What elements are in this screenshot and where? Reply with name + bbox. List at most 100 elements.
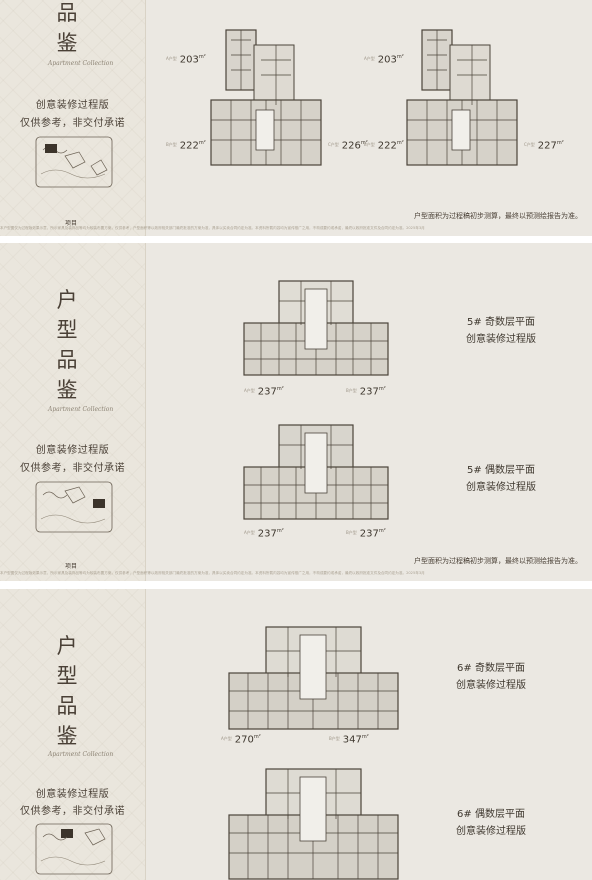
caption-subtitle: 创意装修过程版 — [456, 826, 526, 837]
unit-type-label: C户型 — [328, 142, 339, 148]
location-map-icon — [35, 136, 113, 188]
sidebar: 户 型 品 鉴 Apartment Collection 创意装修过程版 仅供参… — [0, 589, 146, 880]
vertical-title: 户 型 品 鉴 — [52, 631, 82, 751]
area-value: 203 — [179, 54, 199, 66]
unit-type-label: C户型 — [524, 142, 535, 148]
plan-caption: 5# 偶数层平面 创意装修过程版 — [436, 462, 566, 496]
title-char: 型 — [56, 318, 78, 342]
unit-type-label: A户型 — [244, 388, 255, 394]
floor-plan-image — [241, 423, 391, 521]
floor-plan-drawing — [228, 626, 399, 730]
caption-title: 6# 奇数层平面 — [457, 663, 525, 674]
area-unit: m² — [198, 54, 206, 60]
floor-plan-drawing — [228, 768, 399, 880]
unit-type-label: A户型 — [166, 56, 177, 62]
script-subtitle: Apartment Collection — [48, 751, 114, 758]
note-line-1: 创意装修过程版 — [35, 100, 110, 111]
vertical-title: 品 鉴 — [52, 0, 82, 58]
title-char: 鉴 — [56, 31, 78, 55]
floor-plan-drawing — [406, 29, 518, 166]
area-unit: m² — [396, 54, 404, 60]
caption-title: 5# 奇数层平面 — [467, 317, 535, 328]
caption-title: 5# 偶数层平面 — [467, 465, 535, 476]
script-subtitle: Apartment Collection — [48, 60, 114, 67]
plan-caption: 6# 奇数层平面 创意装修过程版 — [426, 660, 556, 694]
floor-plan-image — [402, 25, 522, 175]
floor-plan-drawing — [210, 29, 322, 166]
area-unit: m² — [556, 140, 564, 146]
area-unit: m² — [378, 528, 386, 534]
vertical-title: 户 型 品 鉴 — [52, 285, 82, 405]
title-char: 鉴 — [56, 724, 78, 748]
area-unit: m² — [360, 140, 368, 146]
location-map-icon — [35, 823, 113, 875]
floor-plan-image — [241, 279, 391, 377]
note-line-2: 仅供参考，非交付承诺 — [20, 806, 125, 817]
title-char: 品 — [56, 694, 78, 718]
floor-plan-image — [206, 25, 326, 175]
unit-type-label: B户型 — [329, 736, 340, 742]
floor-plan-drawing — [243, 280, 389, 376]
area-unit: m² — [276, 528, 284, 534]
area-value: 227 — [537, 140, 557, 152]
title-char: 鉴 — [56, 378, 78, 402]
area-value: 203 — [377, 54, 397, 66]
area-value: 237 — [257, 528, 277, 540]
area-unit: m² — [198, 140, 206, 146]
area-value: 237 — [359, 528, 379, 540]
floorplan-panel-3: 户 型 品 鉴 Apartment Collection 创意装修过程版 仅供参… — [0, 589, 592, 880]
caption-subtitle: 创意装修过程版 — [456, 680, 526, 691]
area-value: 347 — [342, 734, 362, 746]
note-line-1: 创意装修过程版 — [35, 445, 110, 456]
map-label: 项目 — [65, 563, 78, 570]
caption-subtitle: 创意装修过程版 — [466, 334, 536, 345]
area-unit: m² — [253, 734, 261, 740]
caption-title: 6# 偶数层平面 — [457, 809, 525, 820]
area-unit: m² — [396, 140, 404, 146]
title-char: 户 — [56, 288, 78, 312]
floor-plan-drawing — [243, 424, 389, 520]
note-line-2: 仅供参考，非交付承诺 — [20, 463, 125, 474]
title-char: 品 — [56, 1, 78, 25]
note-line-2: 仅供参考，非交付承诺 — [20, 118, 125, 129]
unit-type-label: B户型 — [364, 142, 375, 148]
area-value: 270 — [234, 734, 254, 746]
unit-type-label: B户型 — [346, 530, 357, 536]
area-value: 237 — [359, 386, 379, 398]
area-value: 237 — [257, 386, 277, 398]
area-value: 222 — [179, 140, 199, 152]
area-unit: m² — [276, 386, 284, 392]
title-char: 型 — [56, 664, 78, 688]
area-footnote: 户型面积为过程稿初步测算，最终以预测绘报告为准。 — [414, 212, 582, 220]
unit-type-label: A户型 — [364, 56, 375, 62]
sidebar: 户 型 品 鉴 Apartment Collection 创意装修过程版 仅供参… — [0, 243, 146, 581]
location-map-icon — [35, 481, 113, 533]
title-char: 户 — [56, 634, 78, 658]
title-char: 品 — [56, 348, 78, 372]
sidebar: 品 鉴 Apartment Collection 创意装修过程版 仅供参考，非交… — [0, 0, 146, 236]
floorplan-panel-2: 户 型 品 鉴 Apartment Collection 创意装修过程版 仅供参… — [0, 243, 592, 581]
area-unit: m² — [361, 734, 369, 740]
caption-subtitle: 创意装修过程版 — [466, 482, 536, 493]
area-footnote: 户型面积为过程稿初步测算，最终以预测绘报告为准。 — [414, 557, 582, 565]
floor-plan-image — [226, 625, 401, 733]
unit-type-label: B户型 — [346, 388, 357, 394]
fine-print: 本户型图仅为过程版效果示意，所示家具及装饰品等均为软装布置方案，仅供参考，户型面… — [0, 571, 425, 575]
floor-plan-image — [226, 767, 401, 880]
fine-print: 本户型图仅为过程版效果示意，所示家具及装饰品等均为软装布置方案，仅供参考，户型面… — [0, 226, 425, 230]
floorplan-panel-1: 品 鉴 Apartment Collection 创意装修过程版 仅供参考，非交… — [0, 0, 592, 236]
area-unit: m² — [378, 386, 386, 392]
plan-caption: 6# 偶数层平面 创意装修过程版 — [426, 806, 556, 840]
